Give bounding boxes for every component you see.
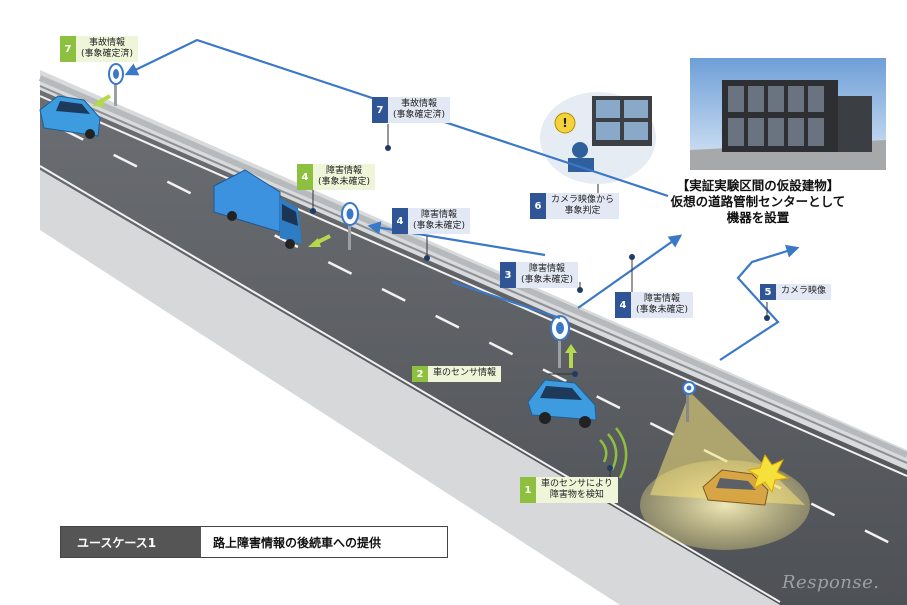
step-number: 4 bbox=[297, 164, 313, 190]
following-car-icon bbox=[39, 95, 101, 139]
label-step4-obstacle-left: 4 障害情報(事象未確定) bbox=[297, 164, 376, 190]
step-number: 4 bbox=[615, 292, 631, 318]
step-number: 6 bbox=[530, 193, 546, 219]
roadside-unit-icon bbox=[341, 202, 359, 250]
info-push-arrow bbox=[92, 94, 577, 368]
sensor-wave-icon bbox=[599, 427, 628, 479]
building-caption: 【実証実験区間の仮設建物】 仮想の道路管制センターとして 機器を設置 bbox=[670, 178, 846, 225]
label-step4-obstacle-mid: 4 障害情報(事象未確定) bbox=[392, 208, 471, 234]
step-number: 7 bbox=[372, 97, 388, 123]
label-step6-camera-judge: 6 カメラ映像から事象判定 bbox=[530, 193, 620, 219]
roadside-unit-icon bbox=[550, 315, 570, 368]
label-step2-sensor-info: 2 車のセンサ情報 bbox=[412, 366, 502, 382]
step-number: 3 bbox=[500, 262, 516, 288]
communication-lines bbox=[124, 38, 800, 361]
label-step3-obstacle: 3 障害情報(事象未確定) bbox=[500, 262, 579, 288]
step-number: 7 bbox=[60, 36, 76, 62]
control-room-icon: ! bbox=[540, 92, 656, 184]
svg-text:!: ! bbox=[562, 116, 567, 130]
watermark: Response. bbox=[782, 572, 880, 593]
label-step1-obstacle-detect: 1 車のセンサにより障害物を検知 bbox=[520, 477, 618, 503]
use-case-label: ユースケース1 bbox=[61, 527, 201, 557]
truck-icon bbox=[213, 169, 302, 249]
step-number: 2 bbox=[412, 366, 428, 382]
step-number: 4 bbox=[392, 208, 408, 234]
camera-icon bbox=[682, 381, 696, 422]
use-case-title: 路上障害情報の後続車への提供 bbox=[201, 527, 447, 557]
use-case-banner: ユースケース1 路上障害情報の後続車への提供 bbox=[60, 526, 448, 558]
roadside-unit-icon bbox=[108, 63, 124, 106]
label-step7-accident-mid: 7 事故情報(事象確定済) bbox=[372, 97, 451, 123]
step-number: 5 bbox=[760, 284, 776, 300]
leader-lines bbox=[312, 124, 768, 478]
label-step7-accident-top: 7 事故情報(事象確定済) bbox=[60, 36, 139, 62]
label-step4-obstacle-right: 4 障害情報(事象未確定) bbox=[615, 292, 694, 318]
sensor-car-icon bbox=[527, 379, 597, 428]
step-number: 1 bbox=[520, 477, 536, 503]
accident-car-icon bbox=[702, 453, 790, 506]
label-step5-camera-video: 5 カメラ映像 bbox=[760, 284, 832, 300]
building-photo bbox=[690, 58, 886, 170]
